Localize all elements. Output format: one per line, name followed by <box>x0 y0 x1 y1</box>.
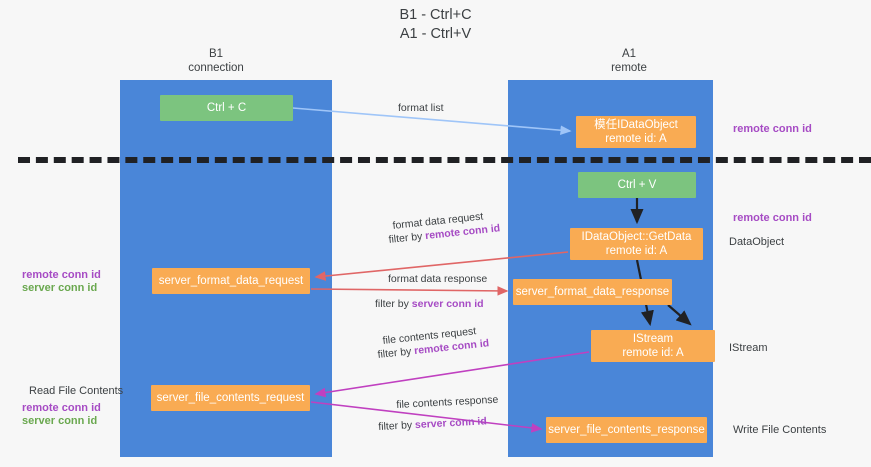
column-header-a1: A1 remote <box>611 48 647 74</box>
edge-label-file-contents-response-filter: filter by server conn id <box>378 415 487 434</box>
filter-id: server conn id <box>411 298 484 310</box>
node-idataobject[interactable]: 模任IDataObject remote id: A <box>576 116 696 148</box>
node-server-file-contents-request[interactable]: server_file_contents_request <box>151 385 310 411</box>
side-label-conn-ids-lower: remote conn id server conn id <box>22 402 101 428</box>
side-label-server-conn-id-2: server conn id <box>22 415 98 427</box>
filter-prefix: filter by <box>375 298 412 310</box>
phase-divider <box>18 157 871 163</box>
side-label-remote-conn-id-2: remote conn id <box>22 402 101 414</box>
column-header-b1: B1 connection <box>188 48 244 74</box>
edge-label-format-list: format list <box>398 102 444 114</box>
node-server-format-data-response[interactable]: server_format_data_response <box>513 279 672 305</box>
edge-format-data-response <box>310 286 509 296</box>
diagram-title: B1 - Ctrl+C A1 - Ctrl+V <box>399 7 472 42</box>
side-label-read-file-contents: Read File Contents <box>29 385 124 397</box>
filter-prefix: filter by <box>378 419 416 433</box>
node-server-file-contents-response[interactable]: server_file_contents_response <box>546 417 707 443</box>
side-label-remote-conn-id-mid: remote conn id <box>733 212 812 224</box>
side-label-remote-conn-id-top: remote conn id <box>733 123 812 135</box>
edge-label-file-contents-response: file contents response <box>396 393 499 411</box>
edge-label-format-data-response: format data response <box>388 273 488 285</box>
filter-prefix: filter by <box>388 230 426 246</box>
node-ctrl-c[interactable]: Ctrl + C <box>160 95 293 121</box>
side-label-dataobject: DataObject <box>729 236 785 248</box>
side-label-conn-ids-upper: remote conn id server conn id <box>22 269 101 295</box>
node-server-format-data-request[interactable]: server_format_data_request <box>152 268 310 294</box>
edge-label-format-data-response-filter: filter by server conn id <box>375 298 484 311</box>
side-label-istream: IStream <box>729 342 768 354</box>
filter-prefix: filter by <box>377 345 415 361</box>
side-label-write-file-contents: Write File Contents <box>733 424 827 436</box>
node-ctrl-v[interactable]: Ctrl + V <box>578 172 696 198</box>
filter-id: server conn id <box>414 415 488 432</box>
side-label-remote-conn-id: remote conn id <box>22 269 101 281</box>
node-istream[interactable]: IStream remote id: A <box>591 330 715 362</box>
side-label-server-conn-id: server conn id <box>22 282 98 294</box>
node-idataobject-getdata[interactable]: IDataObject::GetData remote id: A <box>570 228 703 260</box>
